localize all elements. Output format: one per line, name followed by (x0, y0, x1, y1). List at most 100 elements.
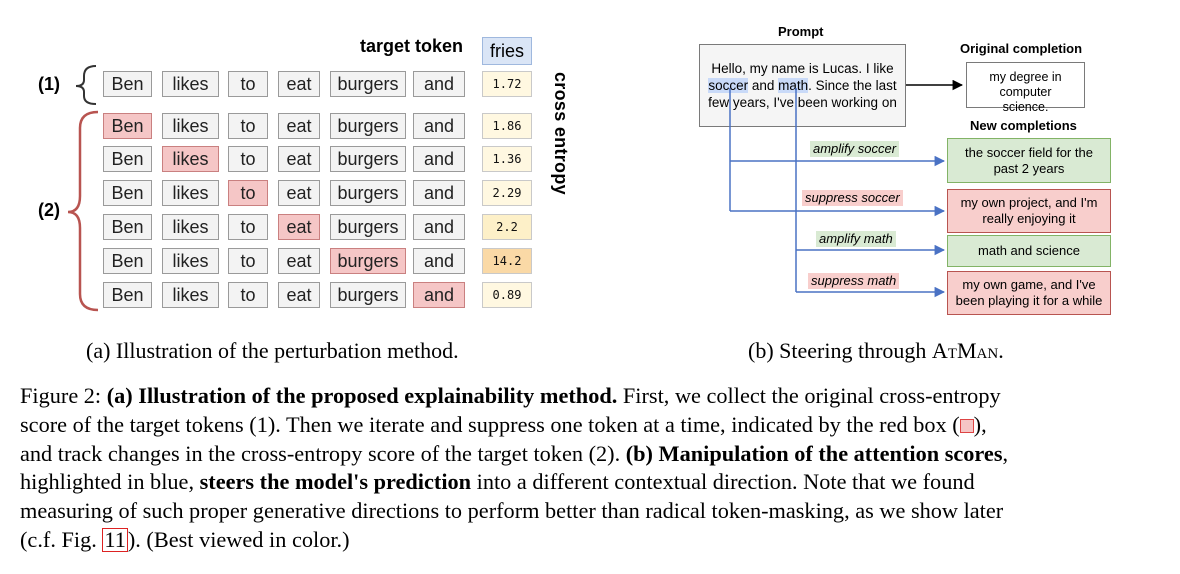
token-cell: Ben (103, 180, 152, 206)
figure-11-link[interactable]: 11 (102, 526, 128, 552)
completion-text: my own game, and I've been playing it fo… (955, 277, 1103, 308)
token-cell: likes (162, 180, 219, 206)
original-title: Original completion (960, 41, 1083, 56)
token-cell: and (413, 214, 465, 240)
caption-l3-a: and track changes in the cross-entropy s… (20, 440, 626, 466)
token-cell: likes (162, 146, 219, 172)
steering-arrows (729, 79, 964, 298)
caption-l4-c: into a different contextual direction. N… (471, 469, 975, 495)
token-cell: Ben (103, 146, 152, 172)
completion-box-amplify: the soccer field for the past 2 years (947, 138, 1111, 183)
caption-line-3: and track changes in the cross-entropy s… (20, 440, 1160, 469)
caption-line-2: score of the target tokens (1). Then we … (20, 411, 1160, 440)
prompt-title: Prompt (778, 24, 824, 39)
bracket-1 (75, 65, 97, 105)
token-cell: to (228, 113, 268, 139)
caption-l6-a: (c.f. Fig. (20, 526, 103, 552)
steer-label-amplify: amplify math (816, 231, 896, 247)
token-cell: likes (162, 113, 219, 139)
token-cell: and (413, 282, 465, 308)
token-cell: to (228, 214, 268, 240)
prompt-line2-rest: . Since the last (808, 78, 897, 93)
token-cell: eat (278, 282, 320, 308)
token-cell: likes (162, 214, 219, 240)
figure-caption: Figure 2: (a) Illustration of the propos… (20, 382, 1160, 555)
steer-label-suppress: suppress soccer (802, 190, 903, 206)
token-cell: burgers (330, 113, 406, 139)
token-cell: Ben (103, 214, 152, 240)
caption-bold-b: (b) Manipulation of the attention scores (625, 440, 1003, 466)
prompt-line1: Hello, my name is Lucas. I like (711, 61, 894, 76)
steer-label-suppress: suppress math (808, 273, 900, 289)
token-cell: to (228, 282, 268, 308)
caption-bold-a: (a) Illustration of the proposed explain… (106, 383, 618, 408)
cross-entropy-score: 1.72 (482, 71, 532, 97)
token-cell: burgers (330, 180, 406, 206)
caption-l5: measuring of such proper generative dire… (20, 498, 1004, 524)
token-cell: likes (162, 282, 219, 308)
prompt-and: and (748, 78, 779, 93)
caption-l3-c: , (1002, 440, 1009, 466)
cross-entropy-score: 1.86 (482, 113, 532, 139)
token-cell: Ben (103, 71, 152, 97)
prompt-line3: few years, I've been working on (708, 95, 897, 110)
completion-text: math and science (978, 243, 1080, 258)
token-cell: eat (278, 71, 320, 97)
caption-b-suffix: . (998, 338, 1004, 363)
token-cell: and (413, 248, 465, 274)
group2-label: (2) (38, 200, 60, 220)
token-cell: eat (278, 248, 320, 274)
caption-l2: score of the target tokens (1). Then we … (20, 411, 960, 437)
token-cell: Ben (103, 282, 152, 308)
caption-b-method: AtMan (931, 338, 999, 363)
caption-line-1: Figure 2: (a) Illustration of the propos… (20, 382, 1160, 411)
cross-entropy-score: 14.2 (482, 248, 532, 274)
prompt-word-soccer: soccer (708, 78, 749, 93)
brackets (67, 65, 99, 312)
caption-line-4: highlighted in blue, steers the model's … (20, 468, 1160, 497)
cross-entropy-score: 2.2 (482, 214, 532, 240)
bracket-2 (67, 110, 99, 312)
cross-entropy-label: cross entropy (551, 72, 571, 195)
token-cell: to (228, 180, 268, 206)
token-cell: Ben (103, 113, 152, 139)
token-cell: to (228, 248, 268, 274)
prompt-word-math: math (778, 78, 809, 93)
caption-bold-c: steers the model's prediction (199, 469, 472, 495)
token-cell: burgers (330, 71, 406, 97)
new-title: New completions (970, 118, 1077, 133)
token-cell: Ben (103, 248, 152, 274)
token-cell: and (413, 113, 465, 139)
caption-l2-end: ), (973, 411, 987, 437)
token-cell: and (413, 146, 465, 172)
target-token: fries (489, 41, 524, 61)
caption-a: (a) Illustration of the perturbation met… (86, 338, 459, 363)
token-cell: eat (278, 214, 320, 240)
token-cell: likes (162, 248, 219, 274)
target-token-label: target token (360, 36, 464, 56)
token-cell: to (228, 71, 268, 97)
caption-l6-b: ). (Best viewed in color.) (127, 526, 350, 552)
token-cell: eat (278, 113, 320, 139)
caption-b-prefix: (b) Steering through (748, 338, 932, 363)
caption-l4-a: highlighted in blue, (20, 469, 200, 495)
token-cell: to (228, 146, 268, 172)
completion-text: the soccer field for the past 2 years (965, 144, 1093, 176)
token-cell: eat (278, 146, 320, 172)
caption-l1-rest: First, we collect the original cross-ent… (617, 383, 1001, 408)
steer-label-amplify: amplify soccer (810, 141, 900, 157)
original-text: my degree in computer science. (989, 70, 1062, 114)
token-cell: eat (278, 180, 320, 206)
red-box-icon (959, 418, 974, 433)
prompt-box: Hello, my name is Lucas. I like soccer a… (699, 44, 906, 127)
completion-box-suppress: my own project, and I'm really enjoying … (947, 189, 1111, 233)
cross-entropy-score: 0.89 (482, 282, 532, 308)
target-token-box: fries (482, 37, 532, 65)
token-cell: burgers (330, 214, 406, 240)
token-cell: burgers (330, 282, 406, 308)
token-cell: and (413, 180, 465, 206)
original-box: my degree in computer science. (966, 62, 1085, 114)
token-cell: burgers (330, 146, 406, 172)
completion-text: my own project, and I'm really enjoying … (960, 195, 1098, 226)
caption-b: (b) Steering through AtMan. (748, 338, 1004, 364)
